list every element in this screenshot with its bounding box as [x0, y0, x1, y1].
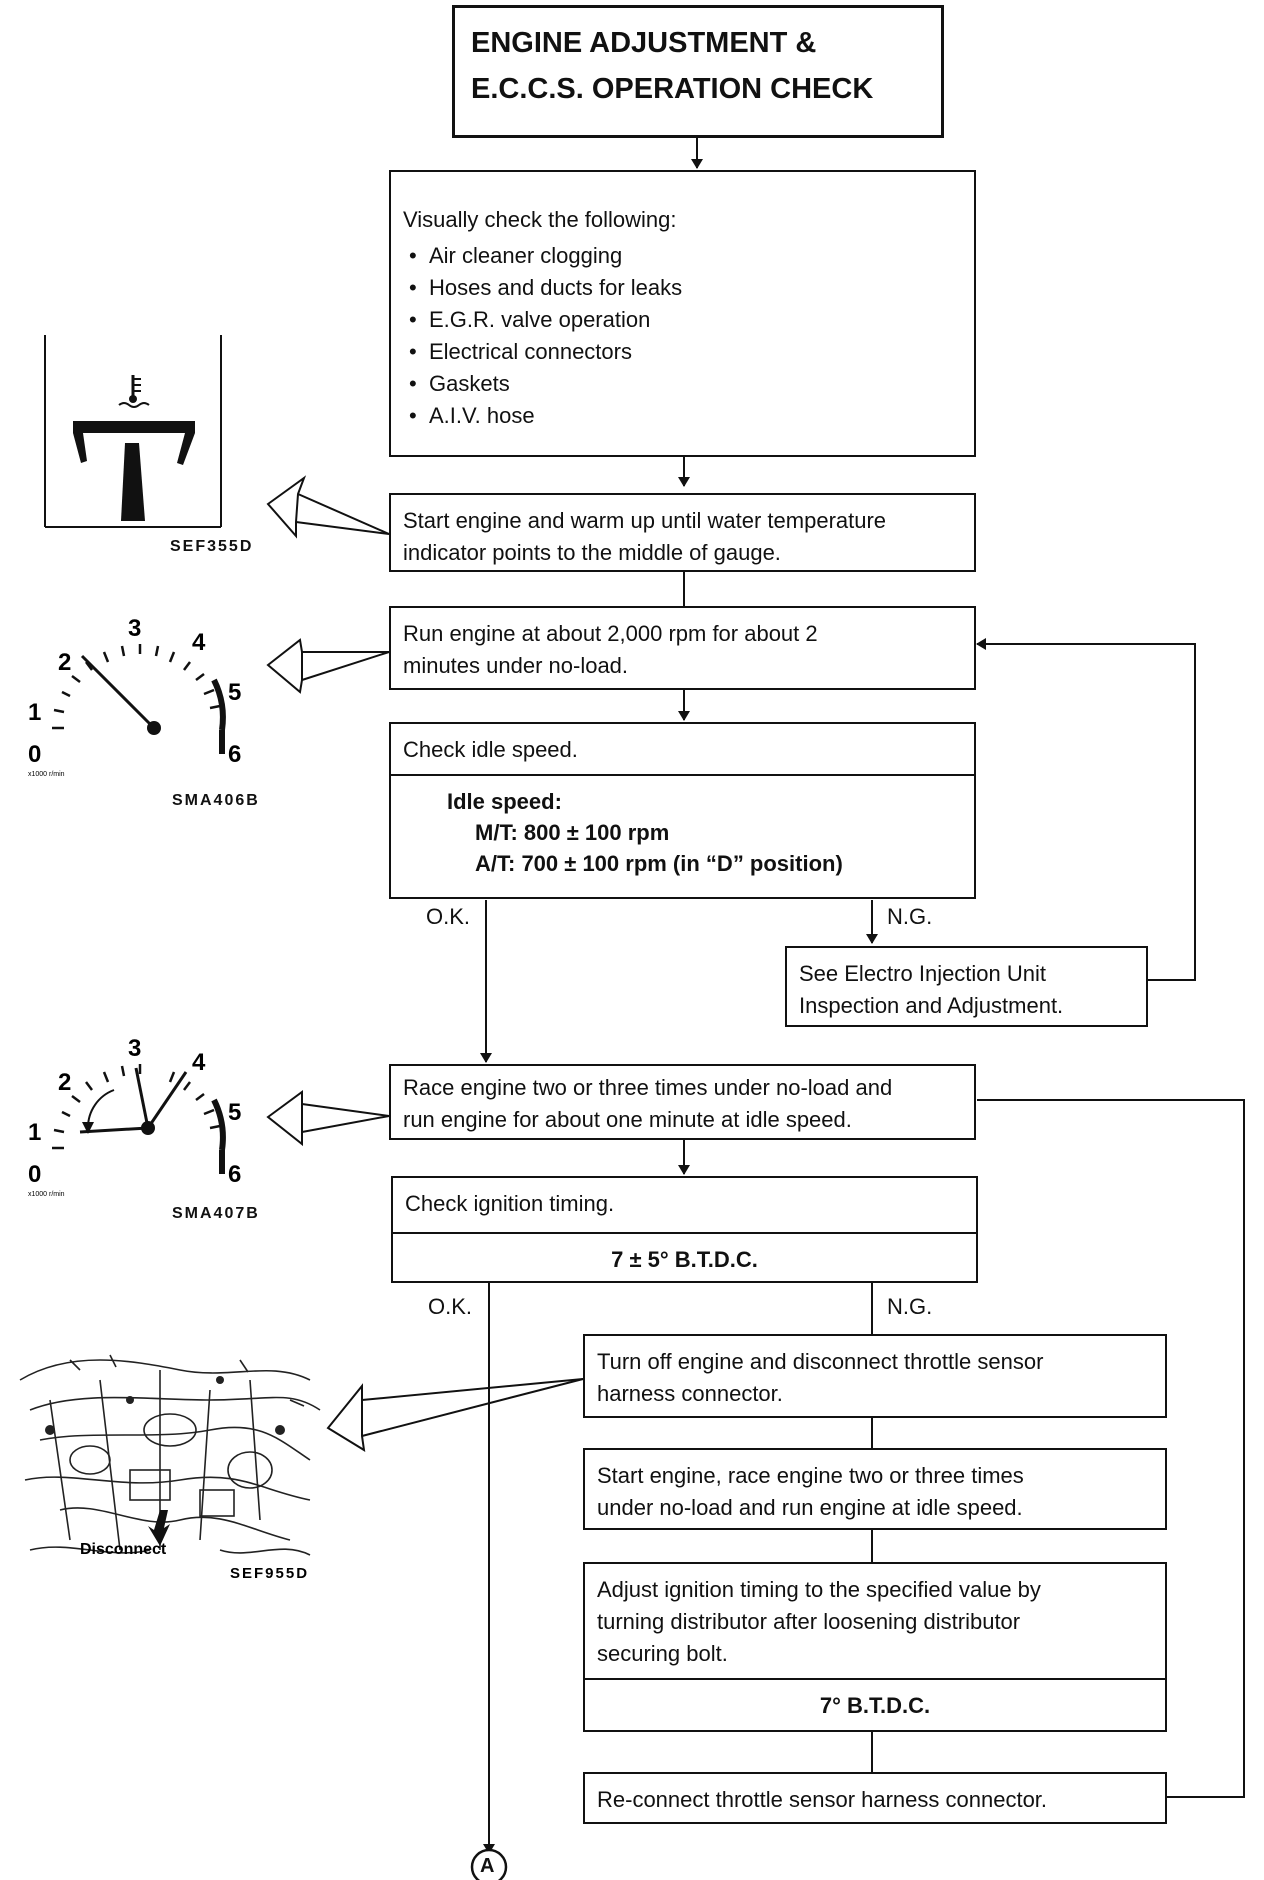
- tach-number-2: 2: [58, 1069, 71, 1096]
- figure-code-4: SEF955D: [230, 1565, 309, 1580]
- line-reconnect-back-to-race: [977, 1099, 1245, 1798]
- run-2000-line-1: Run engine at about 2,000 rpm for about …: [403, 621, 818, 646]
- list-item: Hoses and ducts for leaks: [403, 272, 962, 304]
- title-line-1: ENGINE ADJUSTMENT &: [471, 27, 817, 59]
- ng-label-1: N.G.: [887, 904, 933, 929]
- tach-number-4: 4: [192, 629, 206, 656]
- temperature-gauge-figure: [44, 335, 222, 528]
- ignition-check-heading: Check ignition timing.: [405, 1191, 615, 1216]
- warm-up-line-2: indicator points to the middle of gauge.: [403, 540, 781, 565]
- ok-label-2: O.K.: [428, 1294, 473, 1319]
- adjust-line-3: securing bolt.: [597, 1641, 728, 1666]
- tachometer-figure-2000: 0 1 2 3 4 5 6 x1000 r/min: [28, 615, 241, 778]
- idle-spec-title: Idle speed:: [447, 789, 562, 814]
- list-item: Electrical connectors: [403, 336, 962, 368]
- tach-number-2: 2: [58, 649, 71, 676]
- tach-number-4: 4: [192, 1049, 206, 1076]
- figure-code-2: SMA406B: [172, 792, 260, 809]
- restart-line-2: under no-load and run engine at idle spe…: [597, 1495, 1023, 1520]
- turn-off-line-2: harness connector.: [597, 1381, 783, 1406]
- run-2000-line-2: minutes under no-load.: [403, 653, 629, 678]
- reconnect-box: Re-connect throttle sensor harness conne…: [583, 1772, 1167, 1824]
- tach-number-6: 6: [228, 741, 241, 768]
- race-line-2: run engine for about one minute at idle …: [403, 1107, 852, 1132]
- turn-off-line-1: Turn off engine and disconnect throttle …: [597, 1349, 1044, 1374]
- race-line-1: Race engine two or three times under no-…: [403, 1075, 893, 1100]
- idle-spec-mt: M/T: 800 ± 100 rpm: [475, 820, 670, 845]
- gauge-needle: [121, 443, 145, 521]
- title-box: ENGINE ADJUSTMENT & E.C.C.S. OPERATION C…: [452, 5, 944, 138]
- tach-number-1: 1: [28, 1119, 41, 1146]
- adjust-line-2: turning distributor after loosening dist…: [597, 1609, 1021, 1634]
- connector-a-circle: [470, 1848, 508, 1880]
- race-engine-box: Race engine two or three times under no-…: [389, 1064, 976, 1140]
- disconnect-caption: Disconnect: [80, 1541, 167, 1558]
- tach-number-6: 6: [228, 1161, 241, 1188]
- tach-number-5: 5: [228, 679, 241, 706]
- restart-line-1: Start engine, race engine two or three t…: [597, 1463, 1024, 1488]
- idle-spec: Idle speed: M/T: 800 ± 100 rpm A/T: 700 …: [391, 774, 974, 885]
- idle-check-heading: Check idle speed.: [403, 737, 578, 762]
- run-2000-box: Run engine at about 2,000 rpm for about …: [389, 606, 976, 690]
- tach-number-1: 1: [28, 699, 41, 726]
- engine-bay-figure: Disconnect SEF955D: [19, 1354, 321, 1580]
- tach-number-3: 3: [128, 615, 141, 642]
- restart-box: Start engine, race engine two or three t…: [583, 1448, 1167, 1530]
- reconnect-text: Re-connect throttle sensor harness conne…: [597, 1787, 1048, 1812]
- list-item: Air cleaner clogging: [403, 240, 962, 272]
- tach-needle-3: [134, 1067, 150, 1129]
- warm-up-line-1: Start engine and warm up until water tem…: [403, 508, 887, 533]
- tachometer-figure-race: 0 1 2 3 4 5 6 x1000 r/min: [28, 1035, 241, 1198]
- figure-code-1: SEF355D: [170, 538, 254, 555]
- turn-off-box: Turn off engine and disconnect throttle …: [583, 1334, 1167, 1418]
- hollow-arrow-to-fig3: [266, 1090, 390, 1147]
- ok-label-1: O.K.: [426, 904, 471, 929]
- adjust-timing-box: Adjust ignition timing to the specified …: [583, 1562, 1167, 1732]
- visual-check-list: Air cleaner clogging Hoses and ducts for…: [403, 240, 962, 432]
- tach-unit: x1000 r/min: [28, 771, 65, 778]
- ng-label-2: N.G.: [887, 1294, 933, 1319]
- adjust-spec: 7° B.T.D.C.: [585, 1678, 1165, 1732]
- hollow-arrow-to-fig2: [266, 638, 390, 694]
- tach-number-0: 0: [28, 741, 41, 768]
- tach-needle-idle: [79, 1126, 149, 1134]
- figure-code-3: SMA407B: [172, 1205, 260, 1222]
- disconnect-arrow-icon: [148, 1510, 170, 1546]
- idle-spec-at: A/T: 700 ± 100 rpm (in “D” position): [475, 851, 843, 876]
- thermometer-icon: [118, 375, 150, 408]
- tach-needle: [80, 654, 156, 730]
- title-line-2: E.C.C.S. OPERATION CHECK: [471, 73, 874, 105]
- electro-line-1: See Electro Injection Unit: [799, 961, 1047, 986]
- list-item: Gaskets: [403, 368, 962, 400]
- electro-injection-box: See Electro Injection Unit Inspection an…: [785, 946, 1148, 1027]
- hollow-arrow-to-fig1: [266, 475, 390, 539]
- adjust-line-1: Adjust ignition timing to the specified …: [597, 1577, 1041, 1602]
- ignition-check-box: Check ignition timing. 7 ± 5° B.T.D.C.: [391, 1176, 978, 1283]
- tach-unit: x1000 r/min: [28, 1191, 65, 1198]
- tach-number-0: 0: [28, 1161, 41, 1188]
- visual-check-box: Visually check the following: Air cleane…: [389, 170, 976, 457]
- tach-number-3: 3: [128, 1035, 141, 1062]
- connector-a-label: A: [480, 1855, 495, 1877]
- ignition-spec: 7 ± 5° B.T.D.C.: [393, 1232, 976, 1286]
- tach-needle-4: [146, 1071, 188, 1129]
- tach-number-5: 5: [228, 1099, 241, 1126]
- warm-up-box: Start engine and warm up until water tem…: [389, 493, 976, 572]
- visual-check-heading: Visually check the following:: [403, 207, 677, 232]
- list-item: A.I.V. hose: [403, 400, 962, 432]
- hollow-arrow-to-fig4: [326, 1378, 584, 1452]
- arrow-electro-back-to-run: [976, 638, 1196, 981]
- list-item: E.G.R. valve operation: [403, 304, 962, 336]
- idle-check-box: Check idle speed. Idle speed: M/T: 800 ±…: [389, 722, 976, 899]
- electro-line-2: Inspection and Adjustment.: [799, 993, 1064, 1018]
